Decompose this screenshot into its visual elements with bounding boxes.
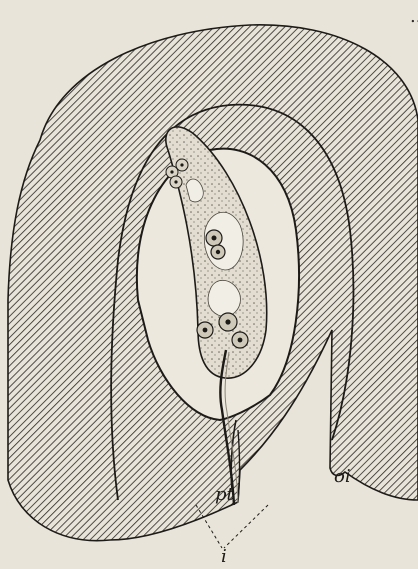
label-oi: oi xyxy=(334,466,351,487)
label-i: i xyxy=(221,546,227,567)
background-text-lines: ...connected, one with the other, xyxy=(410,6,418,27)
label-pt: pt xyxy=(215,484,235,505)
bg-text-line: ...connected, one with the other, xyxy=(410,6,418,27)
